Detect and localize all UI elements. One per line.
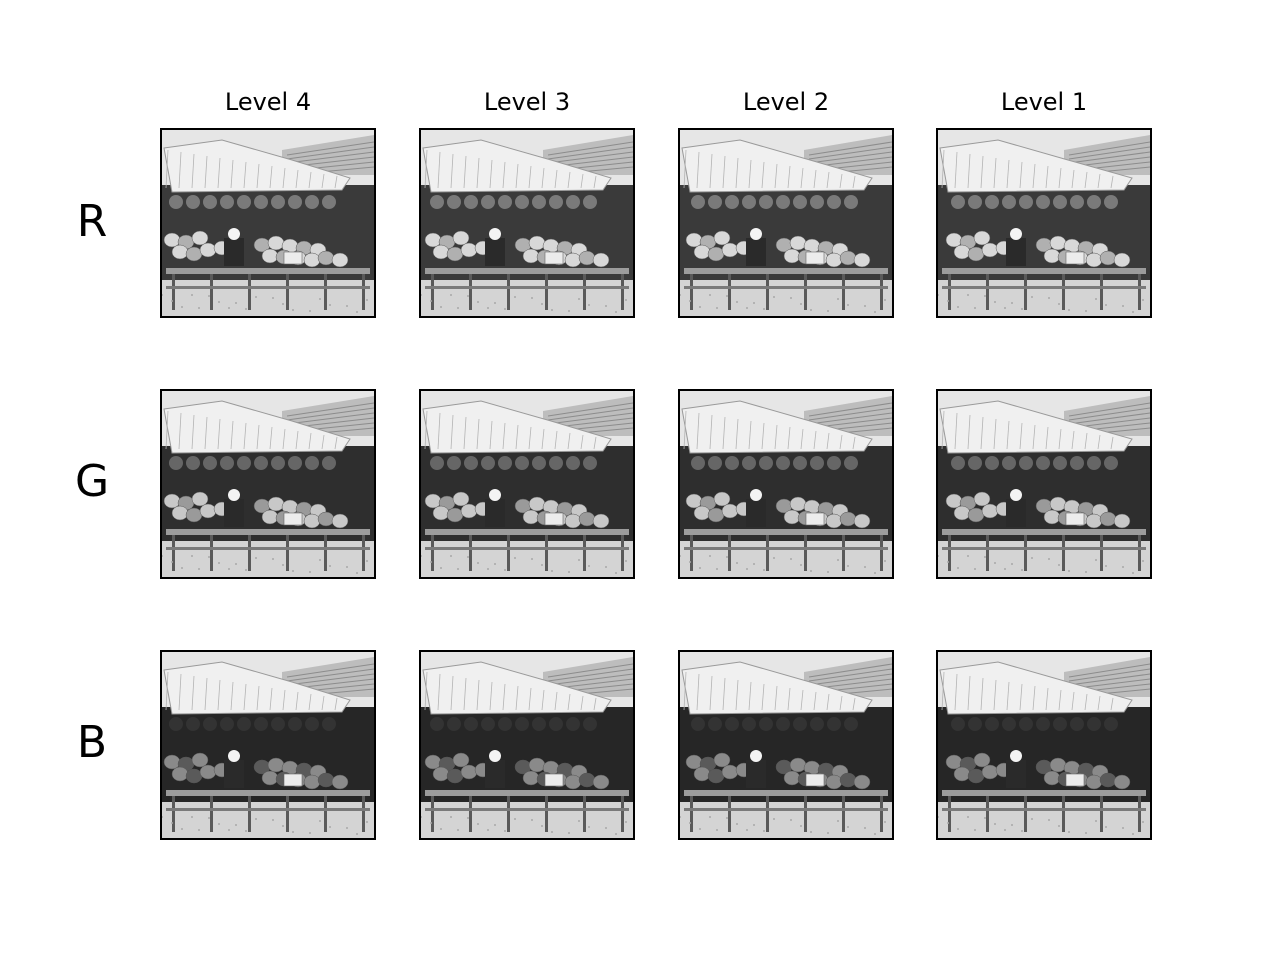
- image-panel-b-level-3: [419, 650, 635, 840]
- image-panel-b-level-1: [936, 650, 1152, 840]
- image-panel-b-level-4: [160, 650, 376, 840]
- image-panel-g-level-3: [419, 389, 635, 579]
- row-label-g: G: [74, 456, 110, 507]
- row-label-b: B: [76, 717, 108, 768]
- image-panel-g-level-1: [936, 389, 1152, 579]
- image-panel-g-level-4: [160, 389, 376, 579]
- image-panel-r-level-2: [678, 128, 894, 318]
- row-label-r: R: [76, 196, 108, 247]
- column-title-level-3: Level 3: [483, 88, 571, 116]
- column-title-level-4: Level 4: [224, 88, 312, 116]
- image-panel-r-level-4: [160, 128, 376, 318]
- image-panel-r-level-3: [419, 128, 635, 318]
- image-panel-b-level-2: [678, 650, 894, 840]
- column-title-level-2: Level 2: [742, 88, 830, 116]
- image-panel-r-level-1: [936, 128, 1152, 318]
- column-title-level-1: Level 1: [1000, 88, 1088, 116]
- image-panel-g-level-2: [678, 389, 894, 579]
